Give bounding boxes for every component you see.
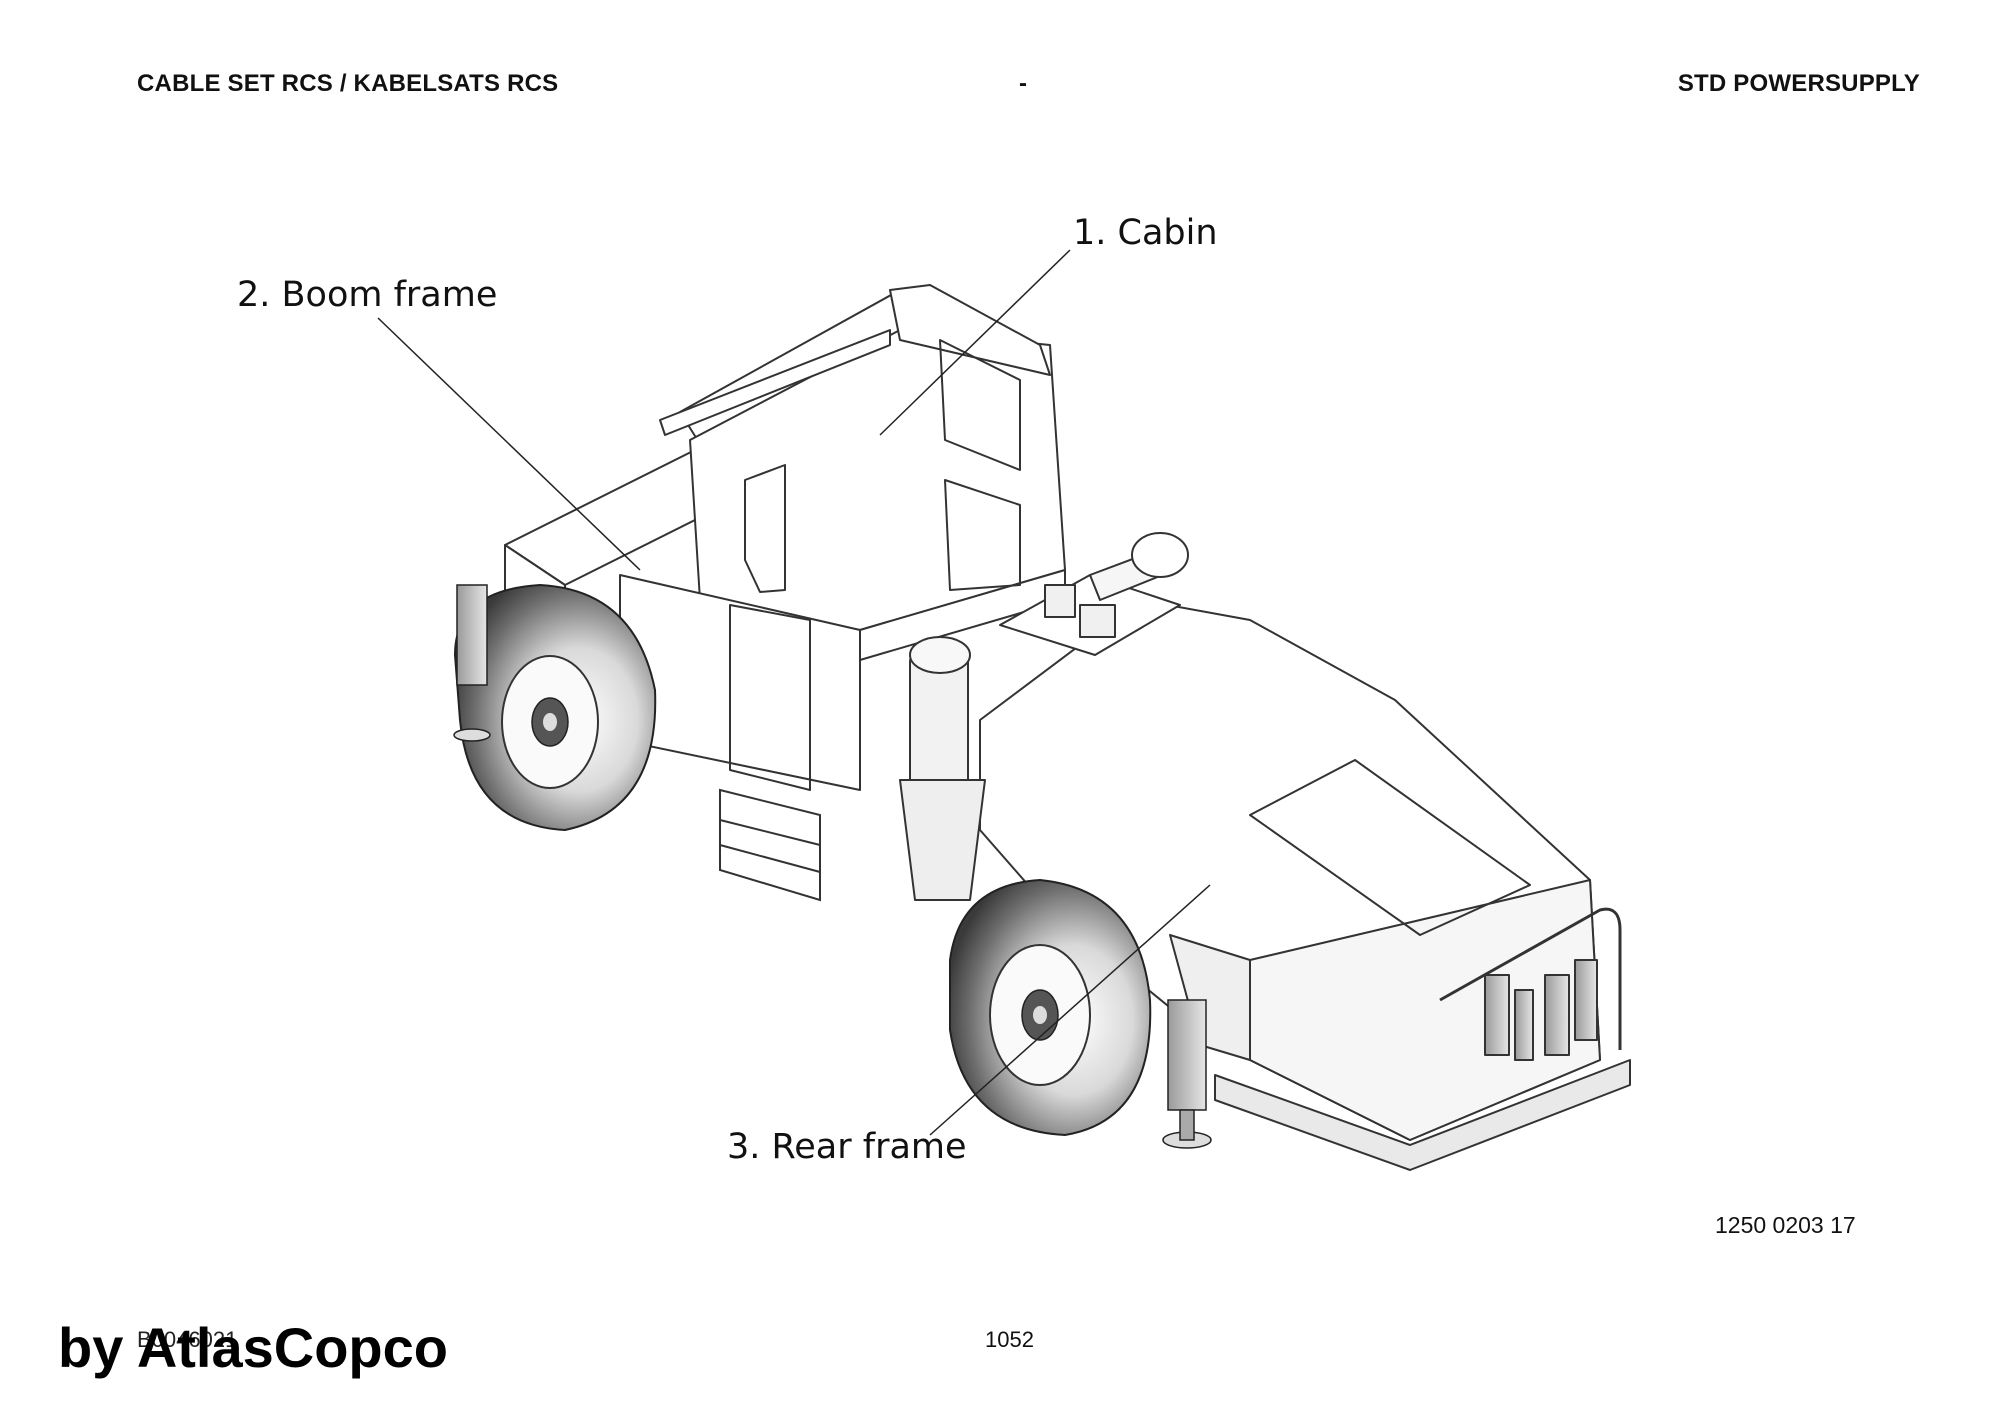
- rear-frame-body: [899, 532, 1631, 1171]
- leader-rear-frame: [929, 884, 1211, 1136]
- callout-boom-frame: 2. Boom frame: [237, 275, 498, 315]
- front-left-wheel: [453, 583, 657, 832]
- rear-right-wheel: [949, 878, 1152, 1137]
- callout-rear-frame: 3. Rear frame: [727, 1127, 967, 1167]
- access-steps: [719, 788, 821, 902]
- document-id: B0046021: [137, 1327, 238, 1352]
- callout-leaders: [377, 249, 1211, 1136]
- page-number: 1052: [985, 1327, 1034, 1352]
- atlascopco-watermark: by AtlasCopco: [58, 1316, 448, 1379]
- machine-body-lines: [504, 284, 1066, 791]
- support-jacks: [453, 584, 1212, 1149]
- header-center-title: -: [1019, 70, 1028, 97]
- leader-boom-frame: [377, 317, 641, 571]
- header-left-title: CABLE SET RCS / KABELSATS RCS: [137, 70, 559, 97]
- callout-cabin: 1. Cabin: [1073, 213, 1218, 253]
- header-right-title: STD POWERSUPPLY: [1677, 70, 1920, 97]
- drawing-number: 1250 0203 17: [1715, 1212, 1856, 1238]
- leader-cabin: [879, 249, 1071, 436]
